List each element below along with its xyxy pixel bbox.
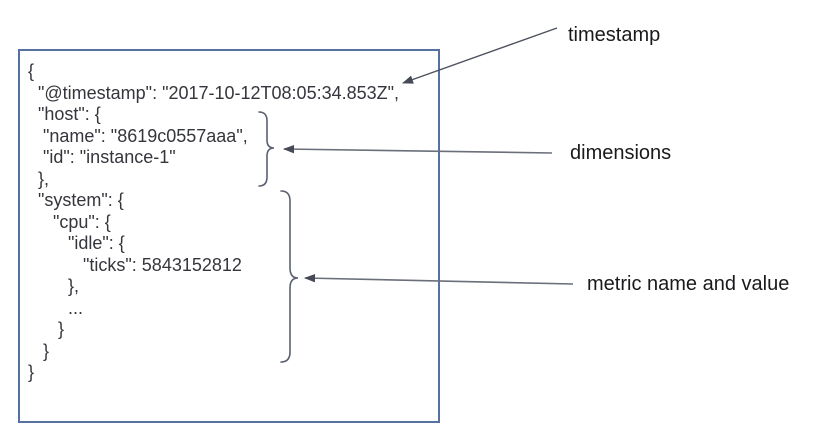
dimensions-arrow: [283, 144, 553, 154]
json-code-block: { "@timestamp": "2017-10-12T08:05:34.853…: [28, 61, 400, 382]
metric-arrow: [304, 274, 574, 285]
event-document-box: [18, 49, 440, 423]
dimensions-brace: [258, 111, 275, 187]
metric-name-and-value-label: metric name and value: [587, 273, 790, 295]
dimensions-label: dimensions: [570, 142, 672, 164]
metric-brace: [280, 190, 299, 363]
timestamp-label: timestamp: [568, 24, 661, 46]
timestamp-arrow: [402, 27, 558, 84]
